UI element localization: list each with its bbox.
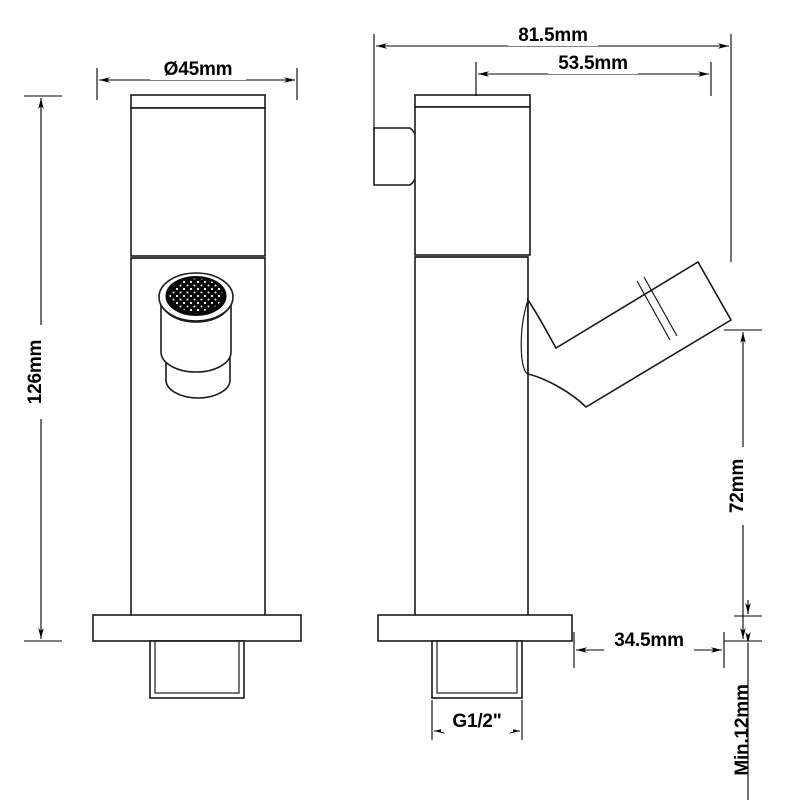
- dimension-base-offset: 34.5mm: [573, 629, 725, 668]
- side-view-spout-arm: [520, 260, 733, 409]
- side-view-spout-joint-line-b: [643, 276, 678, 337]
- side-view-flange: [377, 614, 573, 642]
- dimension-spout-height: 72mm: [724, 329, 762, 642]
- side-view-shank-inner: [436, 640, 518, 694]
- front-view-shank-inner: [154, 640, 240, 694]
- dim-label-spout-height: 72mm: [727, 459, 748, 513]
- front-view-flange: [92, 614, 302, 642]
- dimension-depth-total: 81.5mm: [373, 24, 732, 262]
- side-view: [373, 94, 733, 699]
- dimension-height-total: 126mm: [24, 95, 62, 642]
- dim-label-bg-345: [604, 629, 694, 651]
- dim-label-min-thickness: Min.12mm: [732, 684, 753, 775]
- dimension-spout-reach: 53.5mm: [475, 52, 712, 96]
- side-view-spout-underside: [520, 299, 529, 375]
- side-view-spout-joint-line-a: [636, 280, 671, 341]
- dim-label-depth-total: 81.5mm: [518, 25, 588, 46]
- dimension-thread-size: G1/2": [431, 700, 523, 740]
- side-view-lower-body: [414, 256, 529, 617]
- side-view-shank: [431, 640, 523, 699]
- front-view-upper-body: [130, 107, 266, 257]
- dimension-diameter-top: Ø45mm: [96, 58, 298, 100]
- dim-label-bg-126: [30, 325, 52, 419]
- side-view-spout-body: [527, 260, 733, 409]
- dim-label-bg-g12: [441, 710, 513, 732]
- dim-label-height-total: 126mm: [25, 340, 46, 405]
- front-view-top-cap: [130, 94, 266, 109]
- dim-label-bg-815: [508, 24, 598, 46]
- front-view-shank: [149, 640, 245, 699]
- dim-label-bg-72: [732, 447, 754, 525]
- side-view-upper-body: [414, 106, 531, 256]
- dim-label-bg-d45: [150, 58, 246, 80]
- dim-label-base-offset: 34.5mm: [614, 630, 684, 651]
- dim-label-diameter-top: Ø45mm: [164, 59, 233, 80]
- dim-label-spout-reach: 53.5mm: [558, 53, 628, 74]
- dimension-min-thickness: Min.12mm: [732, 600, 762, 800]
- side-view-top-cap: [414, 94, 531, 108]
- side-view-handle-lever: [373, 127, 421, 186]
- front-view-aerator-screen: [168, 277, 224, 313]
- dim-label-thread-size: G1/2": [452, 711, 501, 732]
- front-view: [92, 94, 302, 699]
- dim-label-bg-535: [548, 52, 638, 74]
- front-view-spout: [158, 272, 234, 399]
